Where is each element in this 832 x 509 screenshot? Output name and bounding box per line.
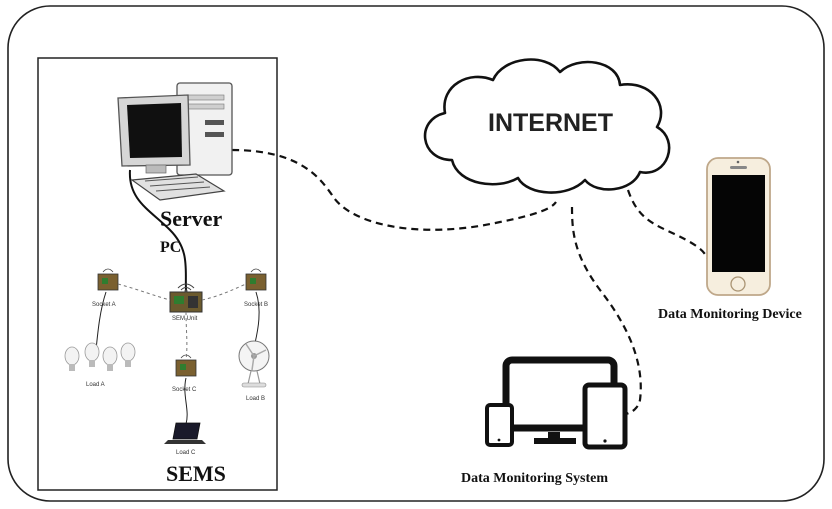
socket-a-icon <box>97 268 119 291</box>
server-to-internet-link <box>231 148 557 231</box>
outer-frame <box>7 5 825 502</box>
sems-label: SEMS <box>166 461 226 486</box>
socket-c-icon <box>175 354 197 377</box>
internet-label: INTERNET <box>488 109 613 137</box>
socket-a-link <box>117 283 171 301</box>
load-b-label: Load B <box>246 396 265 402</box>
socket-c-label: Socket C <box>172 387 197 393</box>
smartphone-icon <box>706 157 771 296</box>
load-c-wire <box>184 377 188 425</box>
wifi-icon <box>177 283 195 293</box>
internet-to-monitoring-system-link <box>570 206 642 416</box>
data-monitoring-system-label: Data Monitoring System <box>461 471 608 486</box>
sem-unit-label: SEM Unit <box>172 316 198 322</box>
data-monitoring-device-label: Data Monitoring Device <box>658 307 802 322</box>
socket-b-link <box>201 283 247 301</box>
load-b-wire <box>254 291 260 344</box>
internet-to-phone-link <box>626 189 710 261</box>
socket-a-label: Socket A <box>92 302 116 308</box>
sem-unit-board-icon <box>169 291 203 313</box>
pc-cable <box>128 169 187 291</box>
internet-cloud-icon <box>423 58 671 194</box>
socket-c-link <box>185 311 188 361</box>
server-label: Server <box>160 206 223 231</box>
fan-icon <box>238 340 270 388</box>
desktop-computer-icon <box>117 82 233 201</box>
light-bulbs-icon <box>64 342 136 371</box>
socket-b-label: Socket B <box>244 302 268 308</box>
load-a-label: Load A <box>86 382 105 388</box>
load-c-label: Load C <box>176 450 196 456</box>
laptop-icon <box>164 422 206 444</box>
monitor-tablet-phone-icon <box>485 356 628 450</box>
socket-b-icon <box>245 268 267 291</box>
pc-label: PC <box>160 239 181 256</box>
